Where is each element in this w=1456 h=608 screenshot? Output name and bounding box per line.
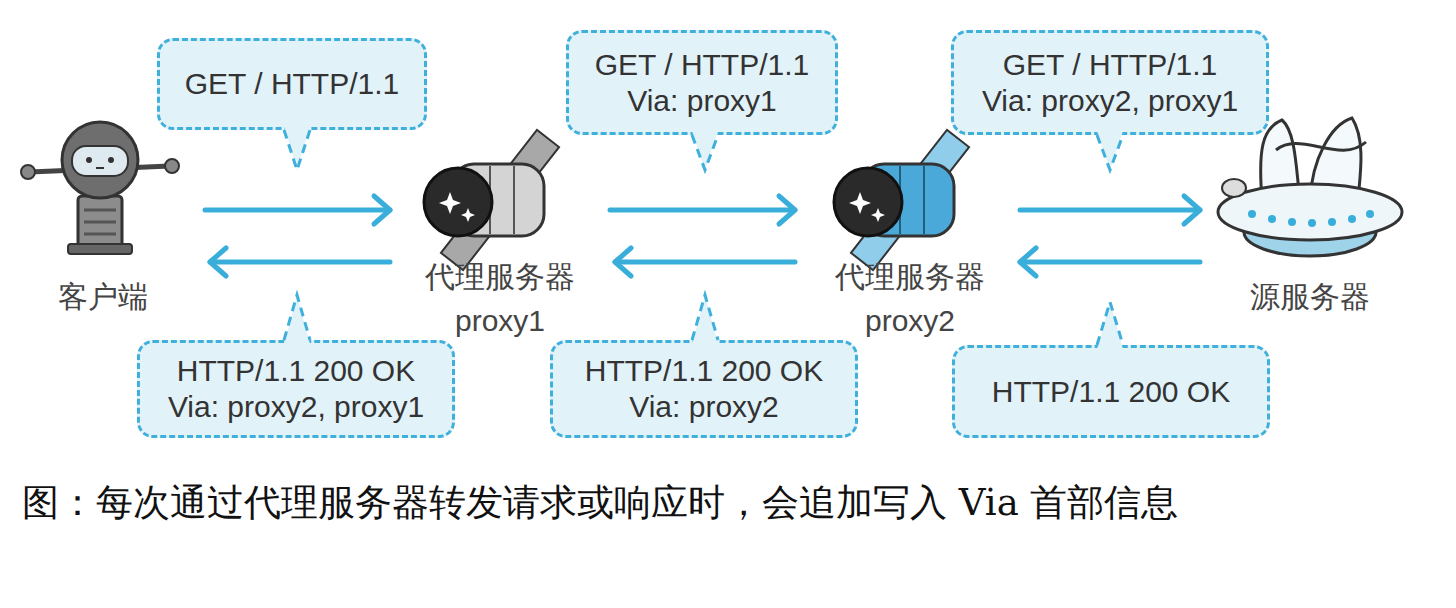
arrow-shaft: [210, 260, 390, 265]
light: [1348, 215, 1356, 223]
message-arrow: [1020, 196, 1200, 224]
pointer-outline: [692, 295, 718, 340]
proxy-icon: [424, 130, 559, 270]
robot-body: [78, 196, 122, 248]
message-line: Via: proxy2, proxy1: [168, 389, 424, 425]
arrow-shaft: [615, 260, 795, 265]
pointer-outline: [284, 130, 310, 170]
origin-server-icon: [1218, 118, 1402, 256]
host-node: 代理服务器proxy1: [415, 130, 585, 342]
message-arrow: [1020, 248, 1200, 276]
message-arrow: [205, 196, 390, 224]
figure-caption: 图：每次通过代理服务器转发请求或响应时，会追加写入 Via 首部信息: [22, 476, 1362, 530]
message-line: GET / HTTP/1.1: [595, 47, 810, 83]
ring: [1276, 142, 1366, 150]
host-node: 源服务器: [1210, 100, 1410, 318]
arrow-head: [374, 196, 390, 224]
speech-bubble: HTTP/1.1 200 OK: [952, 345, 1270, 438]
light: [1366, 210, 1374, 218]
pointer-fill: [692, 131, 718, 170]
sparkle: [871, 208, 885, 222]
sparkle: [849, 192, 871, 214]
antenna-ball: [165, 159, 179, 173]
light: [1268, 215, 1276, 223]
bubble-pointer: [675, 289, 735, 346]
robot-stripe: [84, 233, 116, 236]
host-node: 代理服务器proxy2: [825, 130, 995, 342]
host-node: 客户端: [30, 100, 175, 318]
pointer-outline: [692, 135, 718, 170]
arrow-head: [615, 248, 631, 276]
speech-bubble: GET / HTTP/1.1: [157, 38, 427, 130]
message-line: Via: proxy2: [629, 389, 779, 425]
host-label: 客户端: [58, 275, 148, 319]
pointer-fill: [1097, 131, 1123, 170]
robot-head: [62, 122, 138, 198]
arrow-shaft: [1020, 260, 1200, 265]
message-line: Via: proxy1: [627, 83, 777, 119]
bubble-pointer: [1080, 296, 1140, 351]
arrow-shaft: [205, 208, 390, 213]
message-arrow: [210, 248, 390, 276]
bubble-pointer: [267, 289, 327, 346]
sparkle: [461, 208, 475, 222]
message-line: Via: proxy2, proxy1: [982, 83, 1238, 119]
message-line: GET / HTTP/1.1: [185, 66, 400, 102]
pointer-fill: [284, 295, 310, 344]
barrel-ring: [923, 166, 925, 234]
message-line: HTTP/1.1 200 OK: [177, 353, 415, 389]
speech-bubble: HTTP/1.1 200 OKVia: proxy2, proxy1: [137, 340, 455, 438]
speech-bubble: GET / HTTP/1.1Via: proxy1: [566, 30, 838, 135]
robot-eye: [108, 157, 114, 163]
message-line: GET / HTTP/1.1: [1003, 47, 1218, 83]
robot-stripe: [84, 209, 116, 212]
robot-face: [72, 146, 128, 176]
host-label: 代理服务器: [835, 255, 985, 299]
sparkle: [439, 192, 461, 214]
lens: [834, 168, 902, 236]
message-line: HTTP/1.1 200 OK: [992, 374, 1230, 410]
arrow-shaft: [1020, 208, 1200, 213]
speech-bubble: GET / HTTP/1.1Via: proxy2, proxy1: [951, 30, 1269, 135]
host-label: proxy1: [455, 299, 545, 343]
message-line: HTTP/1.1 200 OK: [585, 353, 823, 389]
barrel-ring: [513, 166, 515, 234]
host-label: 源服务器: [1250, 275, 1370, 319]
message-arrow: [610, 196, 795, 224]
pointer-outline: [1097, 135, 1123, 170]
robot-foot: [68, 244, 132, 254]
arrow-head: [1020, 248, 1036, 276]
bubble-pointer: [675, 129, 735, 176]
robot-stripe: [84, 221, 116, 224]
lens: [424, 168, 492, 236]
robot-mouth: [96, 167, 104, 169]
light: [1288, 218, 1296, 226]
robot-icon: [21, 122, 179, 254]
dish: [1222, 179, 1246, 197]
arrow-head: [210, 248, 226, 276]
antenna-ball: [21, 165, 35, 179]
speech-bubble: HTTP/1.1 200 OKVia: proxy2: [550, 340, 858, 438]
pointer-outline: [284, 295, 310, 340]
pointer-fill: [284, 126, 310, 170]
host-label: 代理服务器: [425, 255, 575, 299]
pointer-fill: [1097, 302, 1123, 349]
arrow-head: [779, 196, 795, 224]
robot-eye: [86, 157, 92, 163]
pointer-fill: [692, 295, 718, 344]
arrow-head: [1184, 196, 1200, 224]
proxy-icon: [834, 130, 969, 270]
pointer-outline: [1097, 302, 1123, 345]
message-arrow: [615, 248, 795, 276]
bubble-pointer: [267, 124, 327, 176]
light: [1308, 219, 1316, 227]
light: [1328, 218, 1336, 226]
host-label: proxy2: [865, 299, 955, 343]
arrow-shaft: [610, 208, 795, 213]
bubble-pointer: [1080, 129, 1140, 176]
light: [1248, 210, 1256, 218]
